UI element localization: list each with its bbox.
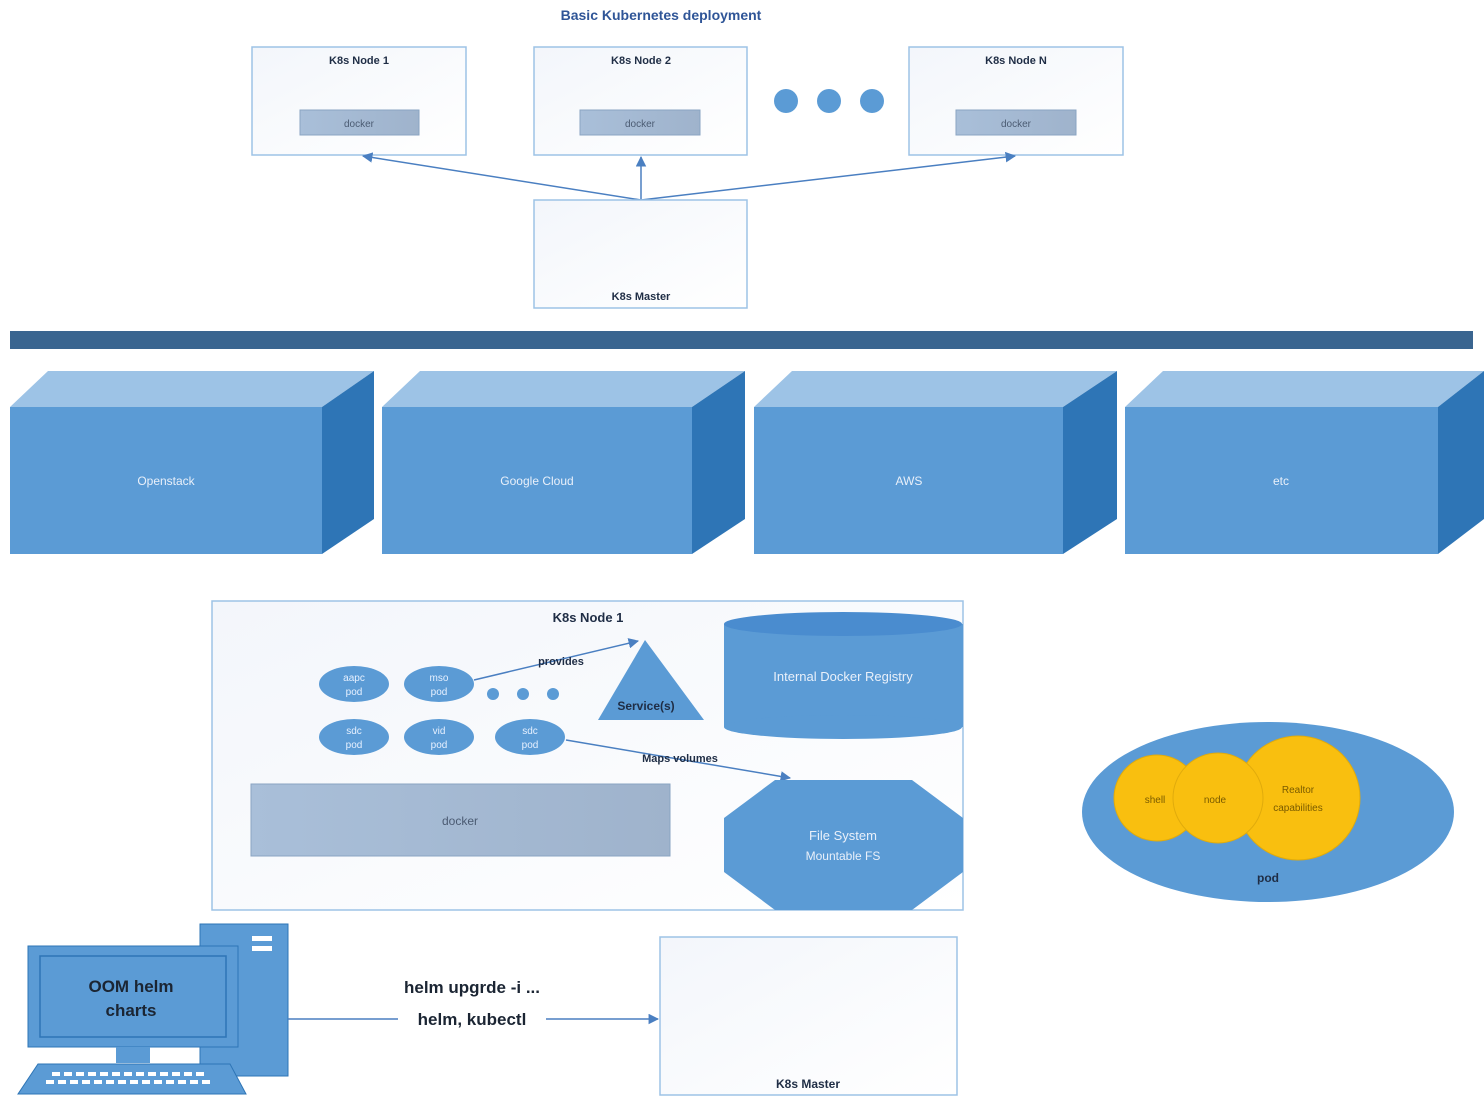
cloud-etc: etc	[1125, 371, 1484, 554]
node-detail-box: K8s Node 1 aapc pod mso pod sdc pod vid …	[211, 600, 964, 911]
docker-registry-label: Internal Docker Registry	[773, 669, 913, 684]
docker-label-1: docker	[344, 119, 375, 130]
k8s-master-bottom-box: K8s Master	[659, 936, 958, 1096]
master-node-arrows	[361, 151, 1017, 201]
helm-upgrade-label: helm upgrde -i ...	[404, 978, 540, 997]
docker-label-n: docker	[1001, 119, 1032, 130]
pod-diagram: shell node Realtor capabilities pod	[1082, 722, 1454, 902]
docker-bar-1	[299, 109, 420, 136]
k8s-master-top-box: K8s Master	[533, 199, 748, 309]
pod-diagram-label: pod	[1257, 871, 1279, 885]
pod-sdc-1-line2: pod	[346, 740, 363, 751]
docker-label-2: docker	[625, 119, 656, 130]
pod-circle-3-line1: Realtor	[1282, 785, 1315, 796]
pod-sdc-2-line2: pod	[522, 740, 539, 751]
file-system-line2: Mountable FS	[806, 849, 881, 863]
k8s-node-n-box: K8s Node N docker	[908, 46, 1124, 156]
docker-registry-cylinder: Internal Docker Registry	[724, 612, 963, 739]
pod-aapc-line1: aapc	[343, 673, 365, 684]
infrastructure-banner	[10, 331, 1473, 349]
pod-sdc-2-line1: sdc	[522, 726, 538, 737]
k8s-node-1-box: K8s Node 1 docker	[251, 46, 467, 156]
cloud-openstack-label: Openstack	[137, 474, 195, 488]
docker-bar-2	[579, 109, 701, 136]
diagram-title: Basic Kubernetes deployment	[561, 7, 762, 23]
computer-line2: charts	[105, 1001, 156, 1020]
maps-volumes-label: Maps volumes	[642, 753, 718, 765]
cloud-etc-label: etc	[1273, 474, 1289, 488]
pod-sdc-1: sdc pod	[319, 719, 389, 755]
maps-volumes-arrow	[565, 739, 792, 782]
k8s-master-top-label: K8s Master	[612, 291, 671, 303]
pod-dots	[487, 688, 559, 700]
cloud-google-label: Google Cloud	[500, 474, 573, 488]
k8s-node-2-box: K8s Node 2 docker	[533, 46, 748, 156]
provides-label: provides	[538, 656, 584, 668]
pod-sdc-2: sdc pod	[495, 719, 565, 755]
k8s-node-n-label: K8s Node N	[985, 55, 1047, 67]
pod-circle-3-line2: capabilities	[1273, 803, 1322, 814]
docker-bar-n	[955, 109, 1077, 136]
cloud-aws-label: AWS	[896, 474, 923, 488]
pod-vid-line2: pod	[431, 740, 448, 751]
cloud-openstack: Openstack	[10, 371, 374, 554]
service-triangle: Service(s)	[598, 640, 704, 720]
provides-arrow	[473, 638, 640, 681]
k8s-node-1-label: K8s Node 1	[329, 55, 389, 67]
file-system-line1: File System	[809, 828, 877, 843]
pod-aapc: aapc pod	[319, 666, 389, 702]
pod-mso: mso pod	[404, 666, 474, 702]
computer-icon: OOM helm charts	[17, 923, 289, 1095]
node-detail-title: K8s Node 1	[553, 610, 624, 625]
node-docker-bar	[250, 783, 671, 857]
computer-line1: OOM helm	[88, 977, 173, 996]
ellipsis-dots	[774, 89, 884, 113]
pod-circle-2-line2: node	[1204, 795, 1227, 806]
helm-tools-label-bg	[398, 1010, 546, 1028]
pod-circle-1-line2: shell	[1145, 795, 1166, 806]
k8s-master-bottom-label: K8s Master	[776, 1077, 840, 1091]
pod-vid: vid pod	[404, 719, 474, 755]
helm-tools-label: helm, kubectl	[418, 1010, 527, 1029]
node-docker-label: docker	[442, 814, 478, 828]
pod-sdc-1-line1: sdc	[346, 726, 362, 737]
k8s-node-2-label: K8s Node 2	[611, 55, 671, 67]
pod-mso-line1: mso	[430, 673, 449, 684]
service-label: Service(s)	[617, 699, 674, 713]
file-system-octagon: File System Mountable FS	[724, 780, 963, 910]
cloud-aws: AWS	[754, 371, 1117, 554]
pod-vid-line1: vid	[433, 726, 446, 737]
pod-mso-line2: pod	[431, 687, 448, 698]
cloud-google: Google Cloud	[382, 371, 745, 554]
pod-aapc-line2: pod	[346, 687, 363, 698]
